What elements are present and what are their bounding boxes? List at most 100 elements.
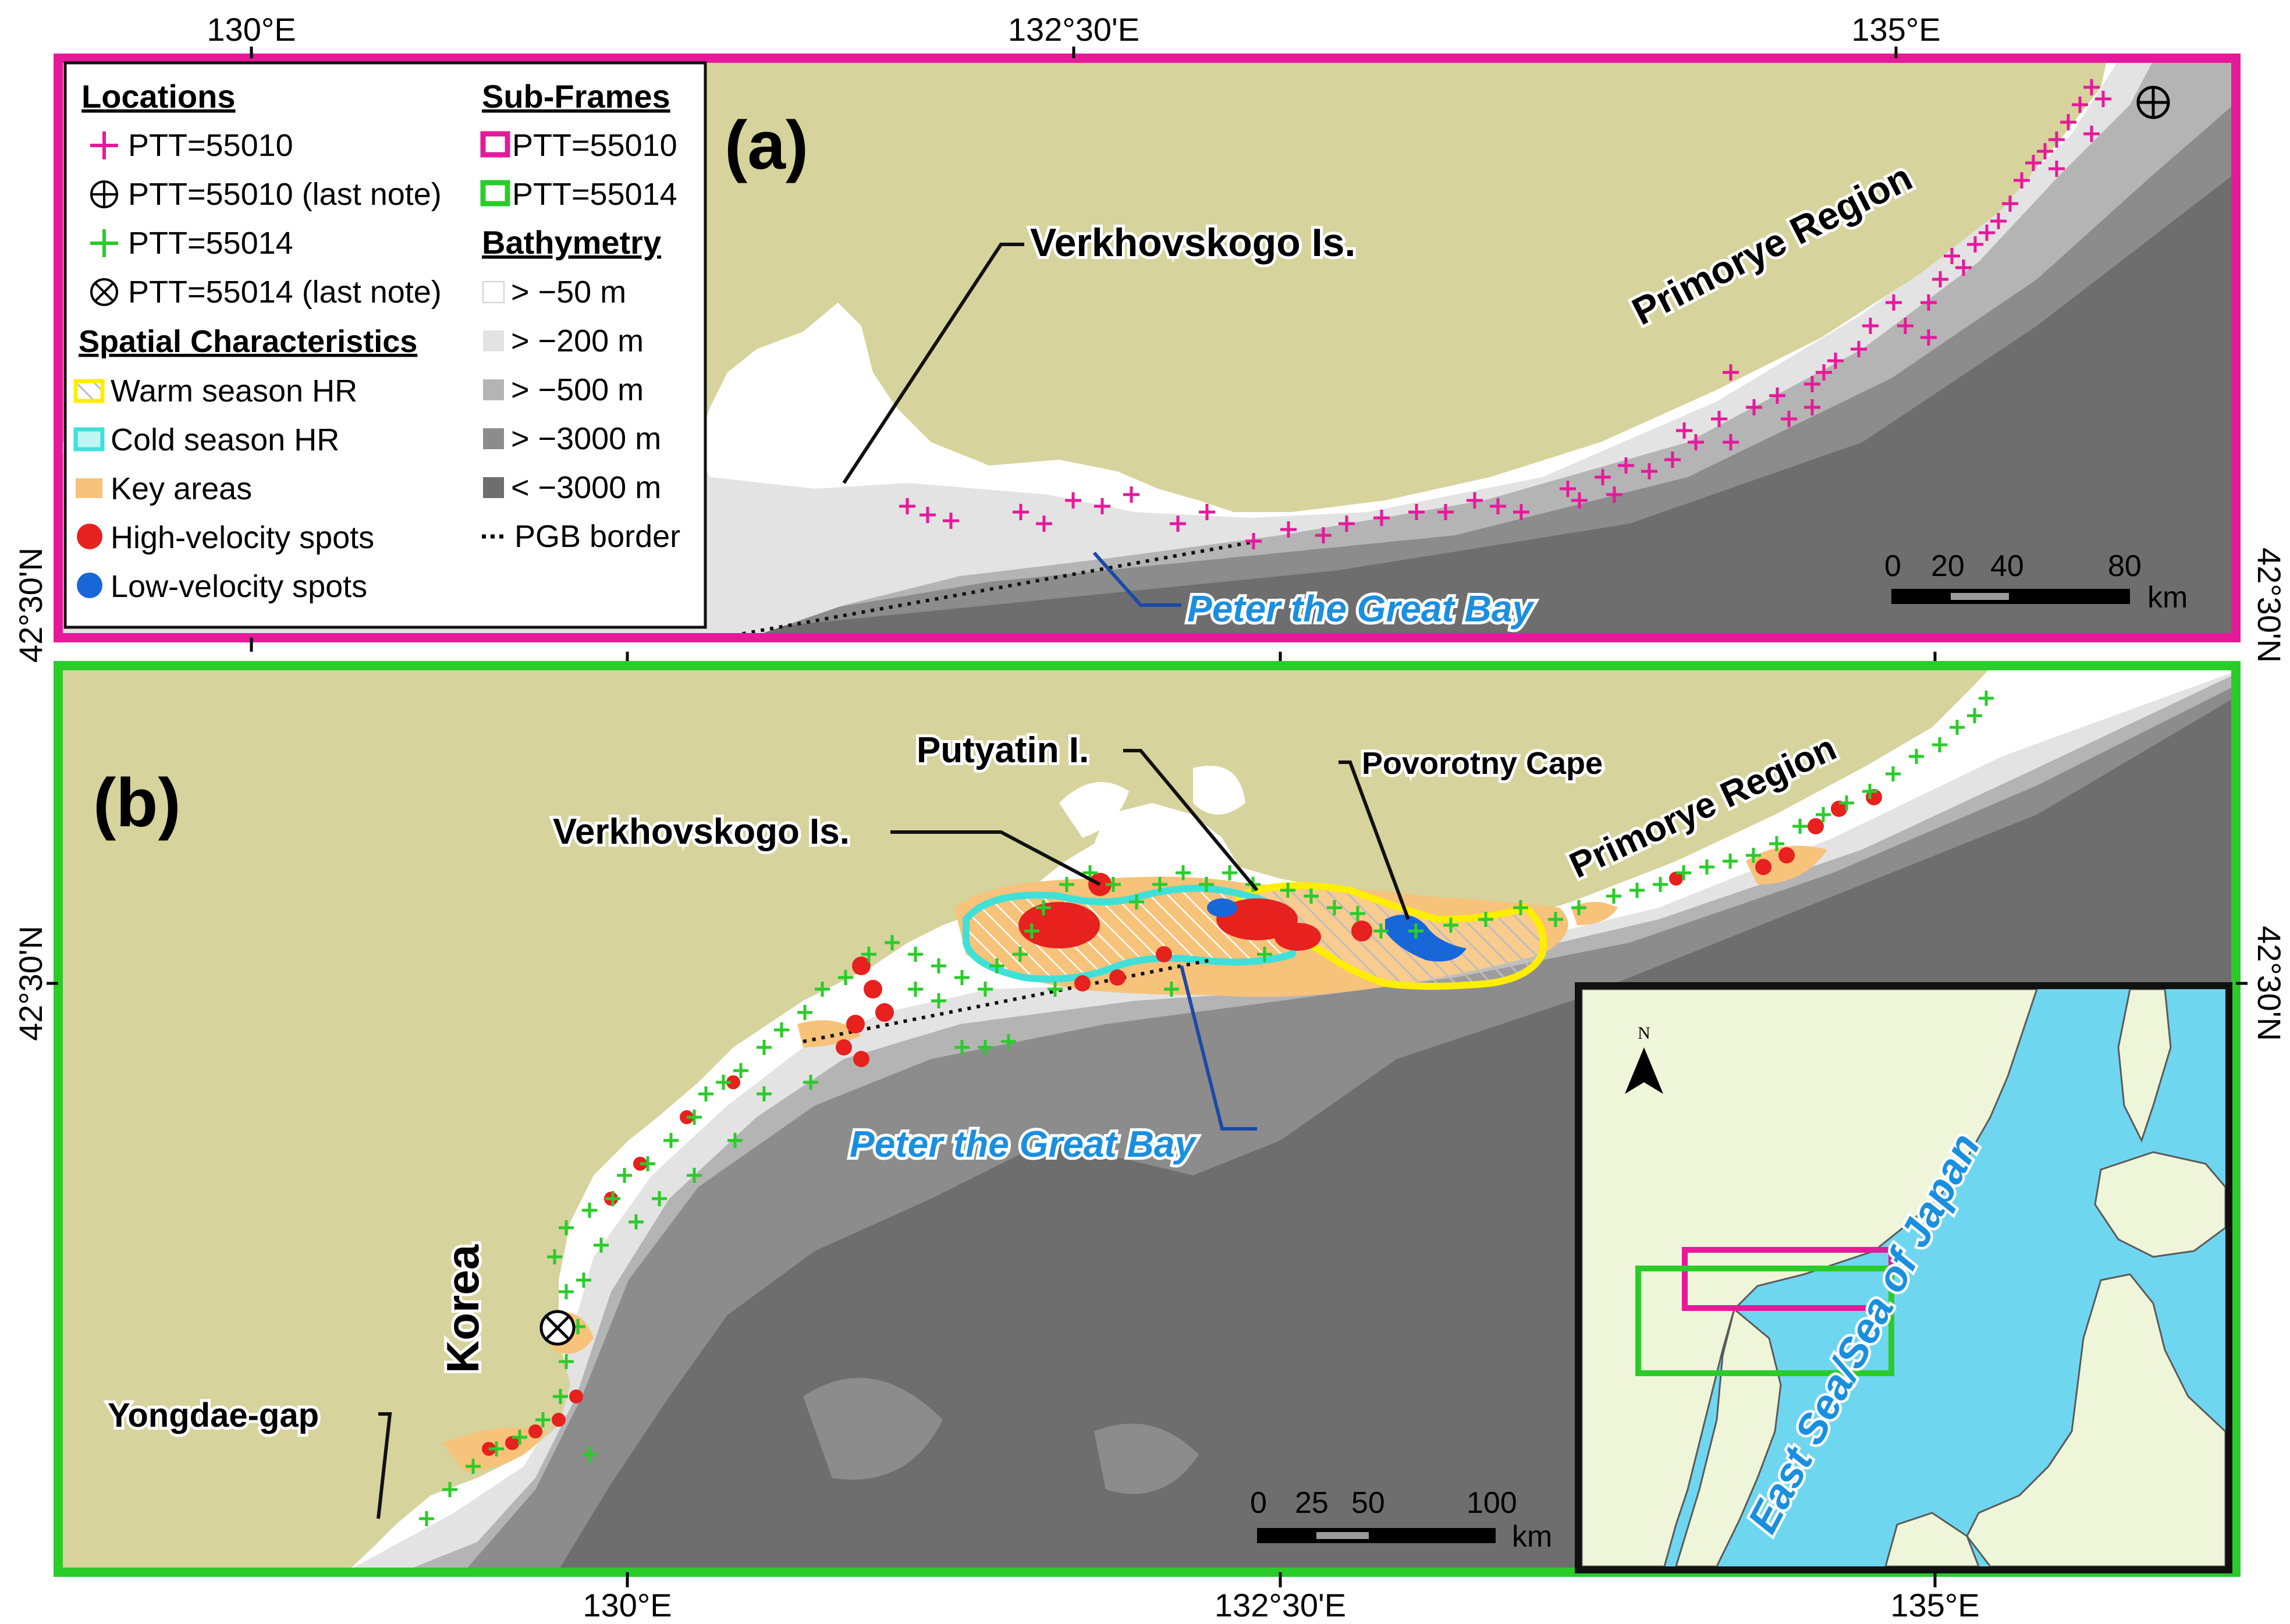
panel-b-povorotny-leader bbox=[1339, 761, 1410, 921]
panel-b-island-label: Verkhovskogo Is. bbox=[553, 812, 850, 852]
inset-mainland bbox=[1582, 989, 2038, 1566]
inset-map: N East Sea/Sea of Japan bbox=[1575, 982, 2232, 1573]
legend-sp-1: Warm season HR bbox=[111, 374, 357, 408]
panel-a-lat-left: 42°30'N bbox=[12, 548, 49, 663]
svg-text:0: 0 bbox=[1250, 1486, 1267, 1520]
panel-b-putyatin-leader bbox=[1123, 749, 1259, 891]
panel-b-lat-left: 42°30'N bbox=[12, 926, 49, 1041]
legend-sp-2: Cold season HR bbox=[111, 422, 339, 457]
panel-b-land bbox=[61, 668, 1990, 1570]
legend-bathy-1-swatch bbox=[482, 281, 505, 303]
panel-b-bay-leader bbox=[1180, 965, 1257, 1131]
svg-text:50: 50 bbox=[1351, 1486, 1385, 1520]
panel-a-scale-ticks: 0 20 40 80 km bbox=[1884, 549, 2188, 614]
svg-text:0: 0 bbox=[1884, 549, 1901, 583]
legend-subframe-a-swatch bbox=[480, 131, 510, 158]
svg-text:132°30'E: 132°30'E bbox=[1215, 1587, 1346, 1623]
panel-b-putyatin-label: Putyatin I. bbox=[917, 730, 1089, 770]
svg-text:130°E: 130°E bbox=[207, 11, 296, 48]
legend-bathy-5-swatch bbox=[483, 477, 504, 498]
inset-north-label: N bbox=[1638, 1024, 1650, 1043]
panel-a-bay-leader bbox=[1092, 552, 1181, 607]
legend-key-area-swatch bbox=[76, 478, 102, 498]
panel-b-low-velocity-spots bbox=[1207, 898, 1467, 962]
legend-b-1: > −50 m bbox=[511, 275, 626, 310]
svg-text:135°E: 135°E bbox=[1851, 11, 1940, 48]
inset-frame bbox=[1575, 982, 2232, 1573]
legend-warm-hr-swatch bbox=[73, 379, 105, 403]
legend-box bbox=[63, 61, 707, 629]
panel-a-bay-label: Peter the Great Bay bbox=[1187, 588, 1535, 630]
panel-b-scale-bar bbox=[1257, 1528, 1496, 1543]
panel-b-ptt55014-points bbox=[419, 691, 1994, 1526]
panel-a-ptt55010-points bbox=[899, 79, 2111, 549]
legend: Locations PTT=55010 PTT=55010 (last note… bbox=[63, 61, 707, 629]
legend-high-velocity-icon bbox=[77, 524, 102, 549]
panel-b-korea-label: Korea bbox=[437, 1244, 488, 1373]
panel-a-pgb-border bbox=[733, 541, 1252, 635]
panel-b-label: (b) bbox=[93, 765, 181, 841]
legend-55010-last-note-icon bbox=[90, 180, 118, 208]
panel-a-frame bbox=[54, 54, 2241, 642]
panel-b-last-note-55014-icon bbox=[539, 1310, 576, 1346]
legend-sf-1: PTT=55010 bbox=[512, 128, 677, 163]
panel-b-povorotny-label: Povorotny Cape bbox=[1362, 746, 1603, 781]
legend-bathy-2-swatch bbox=[483, 331, 504, 351]
svg-text:80: 80 bbox=[2108, 549, 2142, 583]
panel-a-label: (a) bbox=[725, 107, 808, 184]
panel-b-bay-label: Peter the Great Bay bbox=[850, 1123, 1197, 1165]
legend-sp-5: Low-velocity spots bbox=[111, 569, 367, 604]
inset-sakhalin bbox=[2117, 989, 2172, 1143]
legend-spatial-title: Spatial Characteristics bbox=[79, 324, 417, 359]
panel-a-last-note-55010-icon bbox=[2136, 86, 2170, 119]
legend-loc-3: PTT=55014 bbox=[128, 226, 293, 261]
legend-loc-2: PTT=55010 (last note) bbox=[128, 177, 442, 212]
inset-honshu bbox=[1966, 1273, 2225, 1566]
panel-b-scale-ticks: 0 25 50 100 km bbox=[1250, 1486, 1552, 1554]
svg-text:130°E: 130°E bbox=[583, 1587, 672, 1623]
panel-b-bottom-tick-labels: 130°E 132°30'E 135°E bbox=[583, 1587, 1979, 1623]
svg-text:100: 100 bbox=[1467, 1486, 1517, 1520]
svg-text:20: 20 bbox=[1931, 549, 1965, 583]
north-arrow-icon bbox=[1625, 1047, 1663, 1094]
legend-bathy-3-swatch bbox=[483, 379, 504, 400]
panel-b-high-velocity-spots bbox=[482, 789, 1882, 1456]
svg-text:132°30'E: 132°30'E bbox=[1008, 11, 1139, 48]
legend-b-3: > −500 m bbox=[511, 372, 644, 407]
legend-b-4: > −3000 m bbox=[511, 421, 661, 456]
inset-kyushu bbox=[1884, 1512, 1980, 1566]
inset-subframe-b bbox=[1635, 1266, 1894, 1376]
panel-b-scale-unit: km bbox=[1512, 1520, 1552, 1554]
legend-b-5: < −3000 m bbox=[511, 470, 661, 505]
panel-a-scale-bar bbox=[1891, 589, 2130, 604]
legend-locations-title: Locations bbox=[81, 78, 235, 115]
legend-pgb: PGB border bbox=[514, 519, 680, 554]
legend-55014-last-note-icon bbox=[90, 278, 118, 306]
panel-b-lat-right: 42°30'N bbox=[2251, 926, 2288, 1041]
panel-a-scale-unit: km bbox=[2147, 581, 2188, 614]
panel-a-lat-right: 42°30'N bbox=[2251, 548, 2288, 663]
svg-text:135°E: 135°E bbox=[1890, 1587, 1979, 1623]
inset-hokkaido bbox=[2094, 1151, 2225, 1258]
legend-subframes-title: Sub-Frames bbox=[482, 78, 670, 115]
legend-low-velocity-icon bbox=[77, 573, 102, 598]
legend-55010-plus-icon bbox=[90, 132, 118, 159]
panel-b-pgb-border bbox=[803, 958, 1211, 1043]
panel-b-land-peninsula-2 bbox=[1193, 766, 1245, 815]
legend-sp-4: High-velocity spots bbox=[111, 520, 374, 555]
legend-sf-2: PTT=55014 bbox=[512, 177, 677, 212]
legend-subframe-b-swatch bbox=[480, 180, 510, 207]
panel-b-land-peninsula bbox=[1059, 782, 1129, 838]
legend-b-2: > −200 m bbox=[511, 324, 644, 358]
panel-b-gap-leader bbox=[377, 1412, 392, 1519]
legend-loc-4: PTT=55014 (last note) bbox=[128, 275, 442, 310]
legend-loc-1: PTT=55010 bbox=[128, 128, 293, 163]
panel-b-deep-blob-1 bbox=[803, 1378, 943, 1480]
legend-cold-hr-swatch bbox=[73, 427, 105, 452]
legend-sp-3: Key areas bbox=[111, 471, 252, 506]
legend-55014-plus-icon bbox=[90, 229, 118, 257]
panel-b-frame bbox=[54, 661, 2241, 1577]
panel-b-bottom-ticks bbox=[47, 982, 2248, 1587]
svg-text:40: 40 bbox=[1990, 549, 2024, 583]
